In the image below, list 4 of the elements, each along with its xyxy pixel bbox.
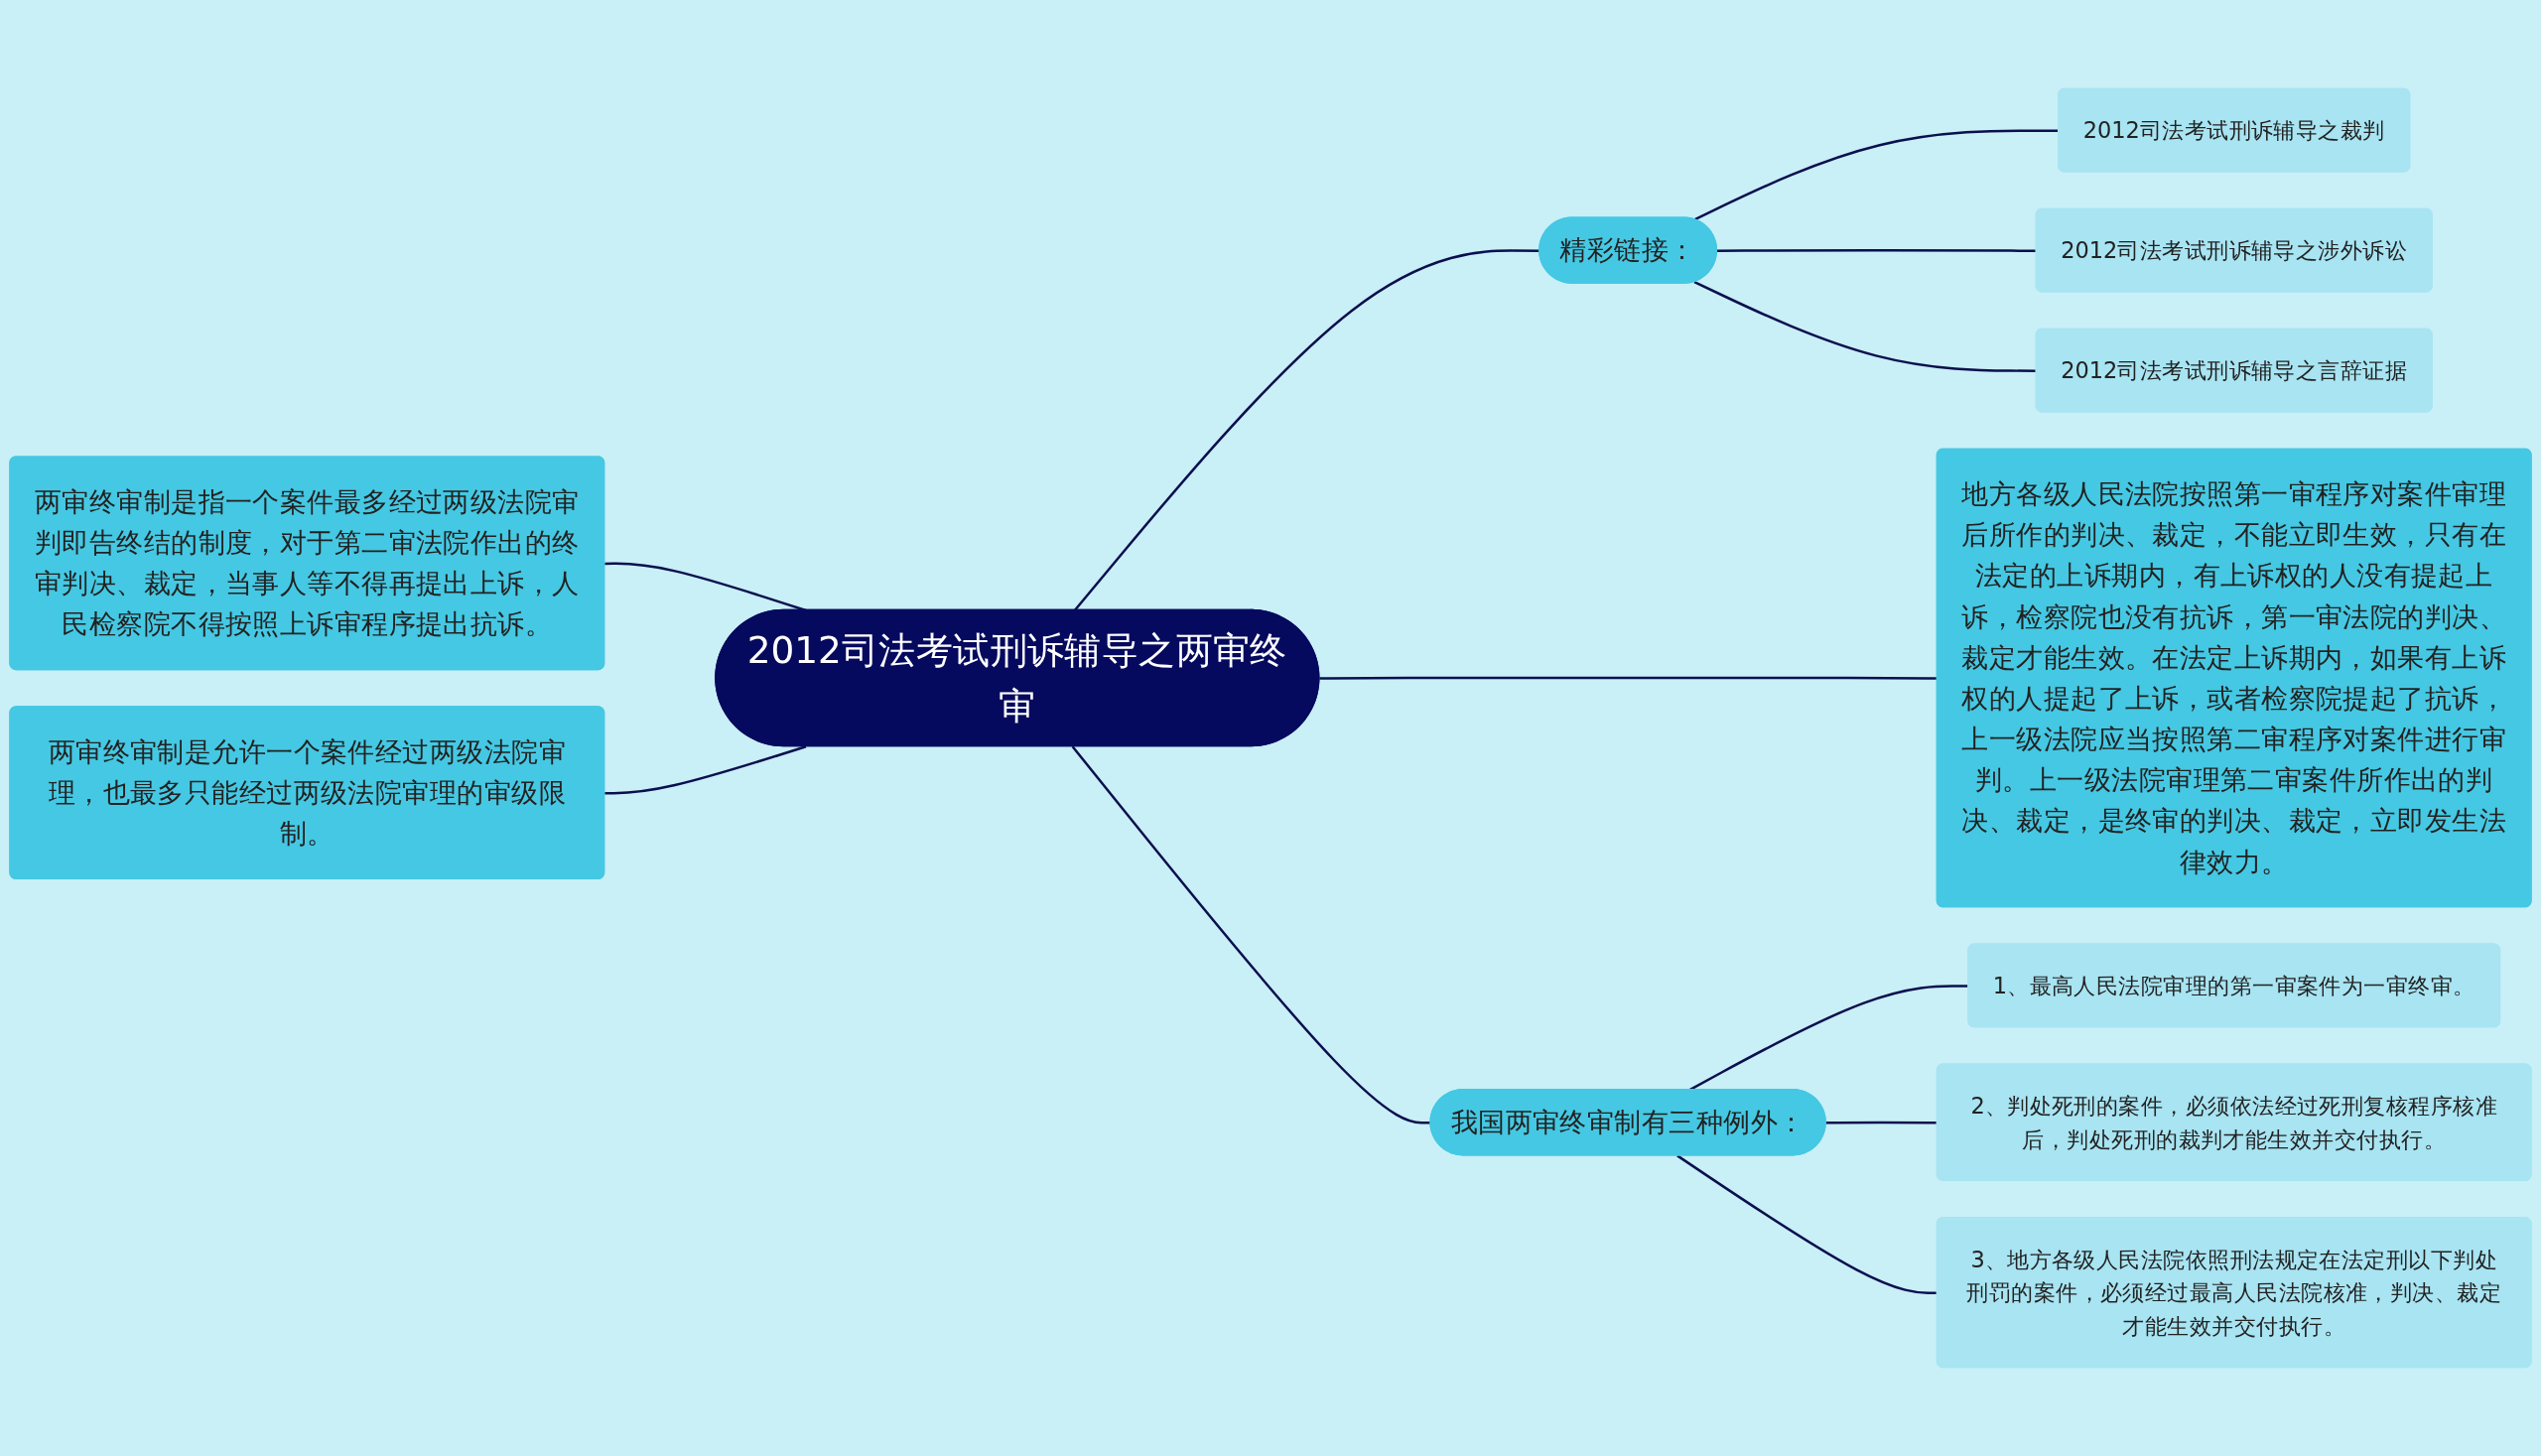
connector — [1693, 281, 2037, 372]
connector — [1717, 249, 2037, 252]
connector — [604, 745, 807, 795]
connector — [1071, 745, 1431, 1125]
